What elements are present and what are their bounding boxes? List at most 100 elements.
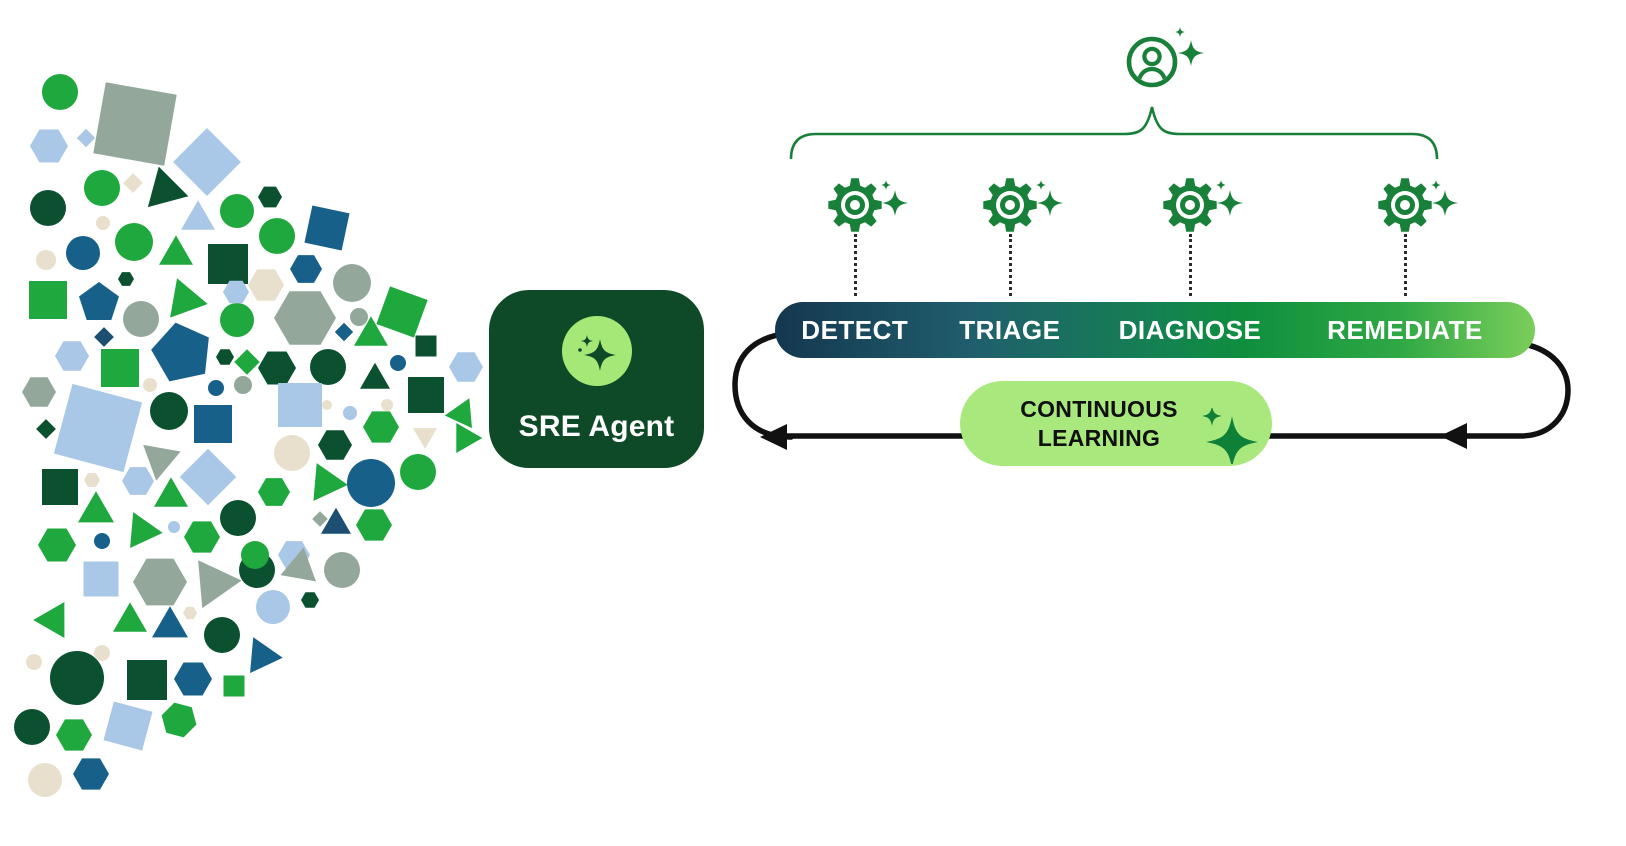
mosaic-shape: [150, 392, 188, 430]
mosaic-shape: [350, 308, 368, 326]
mosaic-shape: [152, 606, 188, 638]
mosaic-shape: [318, 430, 352, 460]
mosaic-shape: [94, 327, 114, 347]
mosaic-shape: [400, 454, 436, 490]
mosaic-shape: [151, 322, 209, 382]
sparkle-icon: [577, 335, 616, 371]
mosaic-shape: [278, 383, 322, 427]
mosaic-shape: [29, 281, 67, 319]
mosaic-shape: [79, 282, 119, 320]
arrowhead-icon: [760, 424, 787, 450]
mosaic-shape: [78, 491, 114, 523]
mosaic-shape: [101, 349, 139, 387]
mosaic-shape: [198, 560, 242, 609]
mosaic-shape: [208, 244, 248, 284]
mosaic-shape: [343, 406, 357, 420]
mosaic-shape: [84, 170, 120, 206]
mosaic-shape: [258, 186, 282, 208]
mosaic-shape: [334, 322, 354, 342]
mosaic-shape: [94, 533, 110, 549]
user-circle-icon: [1126, 36, 1178, 88]
mosaic-shape: [42, 469, 78, 505]
mosaic-shape: [324, 552, 360, 588]
mosaic-shape: [456, 423, 483, 453]
mosaic-shape: [220, 194, 254, 228]
agent-label: SRE Agent: [518, 410, 675, 443]
mosaic-shape: [274, 435, 310, 471]
mosaic-shape: [103, 701, 153, 751]
stage-connector-dotted-line: [1008, 234, 1012, 296]
mosaic-shape: [66, 236, 100, 270]
mosaic-shape: [56, 719, 92, 751]
continuous-learning-pill: CONTINUOUS LEARNING: [960, 381, 1272, 466]
mosaic-shape: [154, 477, 188, 507]
mosaic-shape: [415, 335, 437, 357]
mosaic-shape: [170, 278, 208, 318]
mosaic-shape: [444, 398, 472, 429]
mosaic-shape: [194, 405, 232, 443]
mosaic-shape: [181, 200, 215, 230]
sre-agent-box: SRE Agent: [489, 290, 704, 468]
mosaic-shape: [127, 660, 167, 700]
sparkle-icon: [1175, 27, 1204, 66]
mosaic-shape: [183, 606, 197, 620]
mosaic-shape: [76, 128, 96, 148]
mosaic-shape: [30, 190, 66, 226]
mosaic-shape: [159, 235, 193, 265]
curly-brace: [789, 106, 1439, 160]
mosaic-shape: [248, 269, 284, 301]
mosaic-shape: [234, 376, 252, 394]
mosaic-shape: [130, 512, 163, 549]
mosaic-shape: [390, 355, 406, 371]
mosaic-shape: [313, 463, 348, 501]
mosaic-shape: [161, 702, 197, 738]
mosaic-shape: [22, 377, 56, 407]
mosaic-shapes-graphic: [14, 74, 483, 797]
mosaic-shape: [413, 428, 437, 449]
mosaic-shape: [321, 507, 351, 534]
mosaic-shape: [33, 601, 65, 639]
mosaic-shape: [216, 349, 234, 365]
sparkle-icon: [1202, 408, 1258, 464]
mosaic-shape: [174, 662, 212, 696]
mosaic-shape: [168, 521, 180, 533]
mosaic-shape: [223, 675, 245, 697]
mosaic-shape: [220, 500, 256, 536]
mosaic-shape: [408, 377, 444, 413]
mosaic-shape: [256, 590, 290, 624]
mosaic-shape: [301, 592, 319, 608]
gear-sparkle-icon: [828, 178, 908, 232]
stage-connector-dotted-line: [853, 234, 857, 296]
mosaic-shape: [280, 547, 316, 582]
mosaic-shape: [356, 509, 392, 541]
mosaic-shape: [208, 380, 224, 396]
mosaic-shape: [449, 352, 483, 382]
arrowhead-icon: [1440, 423, 1467, 449]
gear-sparkle-icon: [983, 178, 1063, 232]
stage-label-diagnose: DIAGNOSE: [1118, 315, 1262, 345]
mosaic-shape: [234, 349, 260, 375]
mosaic-shape: [14, 709, 50, 745]
mosaic-shape: [113, 602, 147, 632]
mosaic-shape: [290, 255, 322, 283]
mosaic-shape: [258, 351, 296, 385]
mosaic-shape: [259, 218, 295, 254]
mosaic-shape: [42, 74, 78, 110]
mosaic-shape: [118, 272, 134, 286]
stage-label-remediate: REMEDIATE: [1327, 315, 1483, 345]
mosaic-shape: [258, 478, 290, 506]
mosaic-shape: [123, 301, 159, 337]
mosaic-shape: [223, 280, 249, 304]
mosaic-shape: [347, 459, 395, 507]
continuous-learning-label: CONTINUOUS LEARNING: [1020, 395, 1178, 453]
mosaic-shape: [241, 541, 269, 569]
mosaic-shape: [143, 444, 181, 481]
mosaic-shape: [53, 383, 143, 473]
mosaic-shape: [26, 654, 42, 670]
mosaic-shape: [179, 448, 237, 506]
stage-connector-dotted-line: [1188, 234, 1192, 296]
learning-line2: LEARNING: [1037, 424, 1161, 451]
mosaic-shape: [354, 316, 388, 346]
learning-line1: CONTINUOUS: [1020, 395, 1178, 422]
mosaic-shape: [36, 250, 56, 270]
